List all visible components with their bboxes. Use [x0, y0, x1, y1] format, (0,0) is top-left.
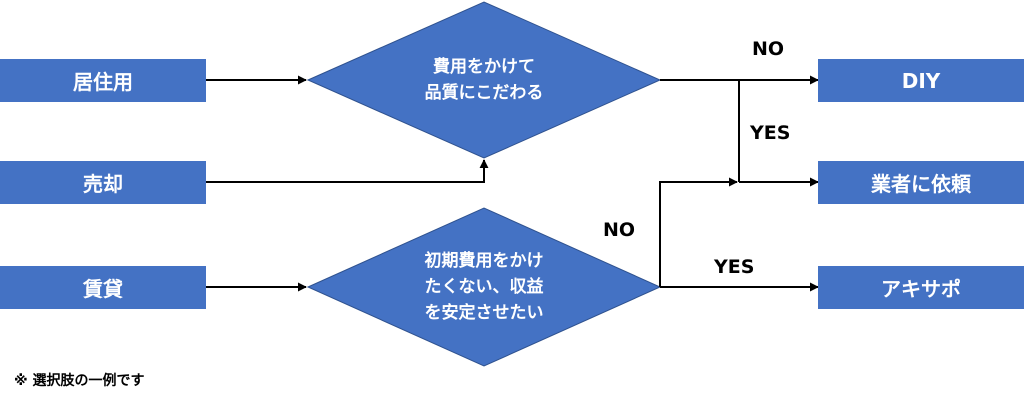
- arrow-sale-to-quality: [206, 159, 489, 183]
- outcome-label-akisapo: アキサポ: [881, 277, 961, 301]
- decision-cost-line1: 初期費用をかけ: [424, 251, 544, 271]
- source-box-rental: 賃貸: [0, 266, 206, 309]
- decision-quality-line1: 費用をかけて: [433, 57, 535, 77]
- source-label-rental: 賃貸: [83, 277, 123, 301]
- source-box-sale: 売却: [0, 161, 206, 204]
- decision-quality-text: 費用をかけて 品質にこだわる: [384, 54, 584, 106]
- edge-label-quality-no: NO: [752, 38, 785, 60]
- outcome-box-diy: DIY: [818, 59, 1024, 102]
- source-box-residential: 居住用: [0, 59, 206, 102]
- outcome-label-contractor: 業者に依頼: [871, 172, 971, 196]
- decision-quality-line2: 品質にこだわる: [424, 83, 544, 103]
- outcome-box-akisapo: アキサポ: [818, 266, 1024, 309]
- arrow-cost-no-to-contractor: [659, 177, 738, 287]
- edge-label-cost-yes: YES: [714, 256, 755, 278]
- footnote: ※ 選択肢の一例です: [14, 373, 145, 389]
- decision-cost-line2: たくない、収益: [424, 277, 544, 297]
- source-label-residential: 居住用: [73, 70, 133, 94]
- edge-label-cost-no: NO: [603, 219, 636, 241]
- edge-label-quality-yes: YES: [750, 122, 791, 144]
- decision-cost-text: 初期費用をかけ たくない、収益 を安定させたい: [384, 248, 584, 326]
- outcome-box-contractor: 業者に依頼: [818, 161, 1024, 204]
- outcome-label-diy: DIY: [901, 68, 941, 93]
- source-label-sale: 売却: [83, 172, 123, 196]
- decision-cost-line3: を安定させたい: [424, 303, 544, 323]
